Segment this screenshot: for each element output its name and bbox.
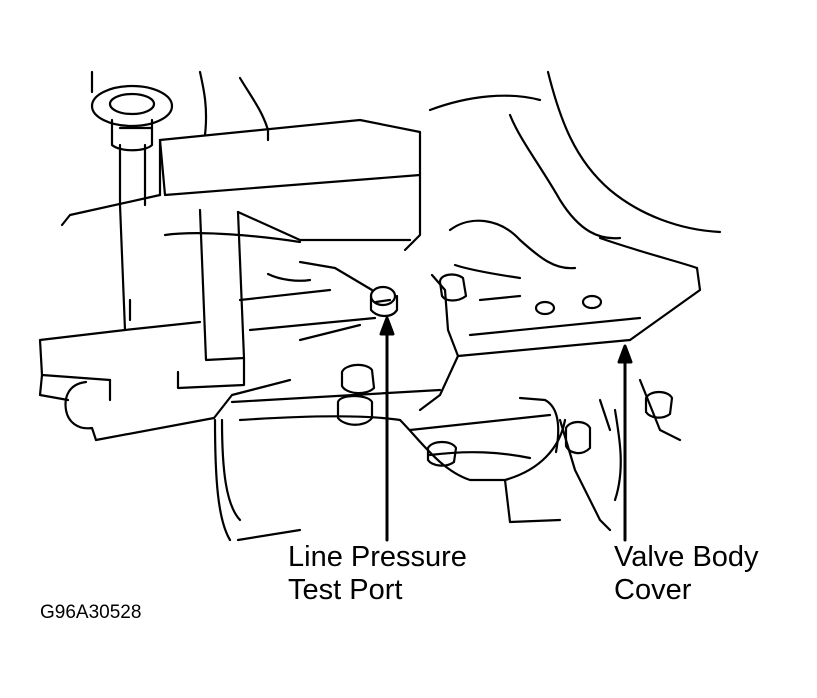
right-casing (418, 70, 722, 412)
valve-body-cover-label-line2: Cover (614, 574, 692, 606)
test-port-label-line2: Test Port (288, 574, 403, 606)
valve-body-cover-label-line1: Valve Body (614, 541, 759, 573)
valve-cover-arrowhead (617, 344, 633, 364)
valve-body-cover-label: Valve Body Cover (614, 541, 759, 607)
test-port-arrowhead (379, 316, 395, 336)
test-port-label-line1: Line Pressure (288, 541, 467, 573)
top-bolt (90, 84, 174, 207)
valve-body-bolts (438, 273, 603, 316)
oil-pan (213, 378, 682, 542)
callout-arrows (379, 316, 633, 542)
figure-code: G96A30528 (40, 602, 142, 623)
pan-bolts (336, 363, 674, 467)
test-port-label: Line Pressure Test Port (288, 541, 467, 607)
test-port-plug (369, 285, 399, 318)
left-housing (38, 70, 422, 442)
